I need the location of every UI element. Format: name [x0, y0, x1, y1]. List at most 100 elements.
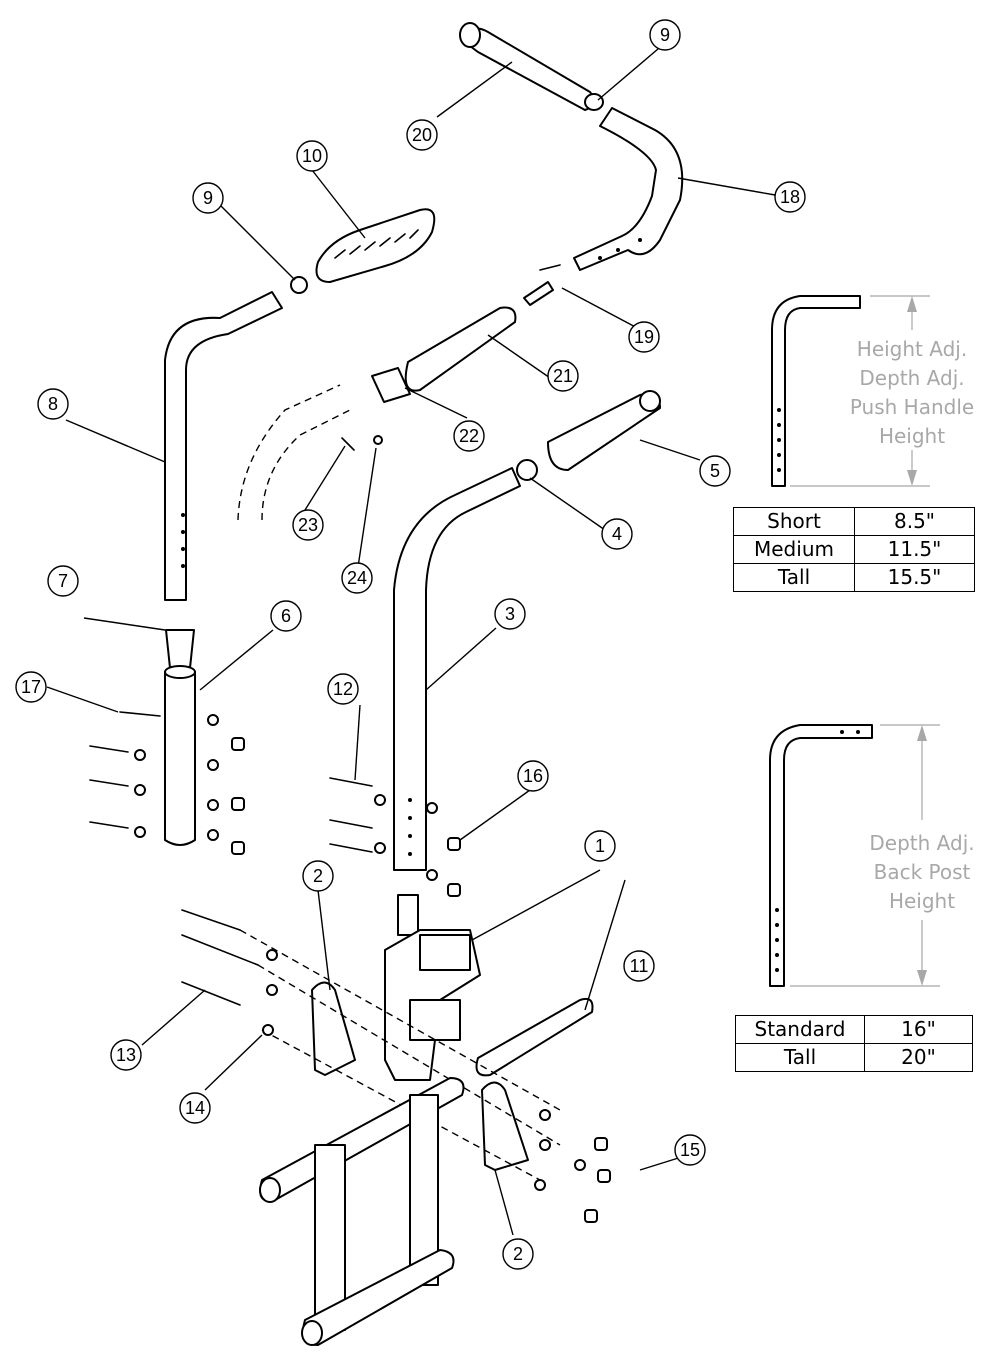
svg-text:1: 1: [595, 836, 605, 856]
part-17-bolts: [89, 711, 245, 855]
part-12-16-bolts: [329, 777, 461, 897]
leader-lines: [46, 42, 776, 1236]
svg-text:22: 22: [459, 426, 479, 446]
svg-text:9: 9: [660, 25, 670, 45]
callout-9-left: 9: [192, 182, 224, 214]
svg-text:24: 24: [347, 568, 367, 588]
callout-19: 19: [628, 321, 660, 353]
part-18-bent-handle-tube: [573, 107, 684, 271]
value-cell: 8.5": [854, 507, 975, 536]
part-7-tube-insert: [165, 629, 195, 669]
push-handle-dim-line-2: Depth Adj.: [859, 366, 964, 390]
svg-text:3: 3: [505, 604, 515, 624]
size-cell: Tall: [733, 563, 855, 592]
part-1-mount-assembly: [384, 894, 481, 1081]
callout-21: 21: [547, 360, 579, 392]
part-9-plug-top: [584, 93, 604, 111]
size-cell: Standard: [735, 1015, 865, 1044]
svg-text:19: 19: [634, 327, 654, 347]
svg-text:20: 20: [412, 125, 432, 145]
callout-11: 11: [623, 950, 655, 982]
callout-15: 15: [674, 1134, 706, 1166]
seat-frame: [259, 1077, 465, 1346]
part-8-bent-handle-tube: [164, 291, 283, 601]
svg-text:17: 17: [21, 677, 41, 697]
svg-text:2: 2: [313, 866, 323, 886]
table-row: Short 8.5": [733, 507, 975, 536]
callout-4: 4: [601, 518, 633, 550]
push-handle-dim-line-3: Push Handle: [850, 395, 974, 419]
part-10-ergo-grip: [315, 208, 436, 283]
size-cell: Medium: [733, 535, 855, 564]
callout-22: 22: [453, 420, 485, 452]
callout-17: 17: [15, 671, 47, 703]
part-2-bracket-right: [481, 1081, 529, 1171]
part-6-receiver-tube: [164, 665, 196, 846]
callout-10: 10: [296, 140, 328, 172]
value-cell: 20": [864, 1043, 973, 1072]
svg-text:16: 16: [523, 766, 543, 786]
svg-text:14: 14: [185, 1098, 205, 1118]
push-handle-height-table: Short 8.5" Medium 11.5" Tall 15.5": [733, 507, 975, 592]
part-21-extension-tube: [404, 306, 517, 392]
back-post-dim-line-1: Depth Adj.: [869, 831, 974, 855]
part-20-handle-grip: [459, 22, 595, 111]
svg-text:10: 10: [302, 146, 322, 166]
back-post-height-table: Standard 16" Tall 20": [735, 1015, 973, 1072]
svg-text:12: 12: [333, 679, 353, 699]
callout-14: 14: [179, 1092, 211, 1124]
part-3-back-post: [393, 467, 521, 871]
value-cell: 11.5": [854, 535, 975, 564]
svg-text:6: 6: [281, 606, 291, 626]
svg-text:5: 5: [710, 461, 720, 481]
svg-text:11: 11: [630, 956, 649, 976]
back-post-dimension-figure: [769, 724, 940, 987]
svg-text:2: 2: [513, 1244, 523, 1264]
callout-13: 13: [110, 1039, 142, 1071]
callout-8: 8: [37, 388, 69, 420]
callout-18: 18: [774, 181, 806, 213]
callout-23: 23: [292, 509, 324, 541]
callout-6: 6: [270, 600, 302, 632]
callout-1: 1: [584, 830, 616, 862]
svg-text:15: 15: [680, 1140, 700, 1160]
part-11-cross-tube: [475, 997, 594, 1077]
back-post-dim-line-3: Height: [889, 889, 955, 913]
phantom-tube-outline: [237, 384, 383, 521]
table-row: Tall 15.5": [733, 563, 975, 592]
callout-7: 7: [47, 565, 79, 597]
push-handle-dim-line-4: Height: [879, 424, 945, 448]
part-22-collar: [371, 367, 411, 403]
part-19-pin: [523, 281, 554, 306]
push-handle-dim-line-1: Height Adj.: [857, 337, 967, 361]
svg-text:9: 9: [203, 188, 213, 208]
size-cell: Short: [733, 507, 855, 536]
callout-2-left: 2: [302, 860, 334, 892]
callout-20: 20: [406, 119, 438, 151]
table-row: Medium 11.5": [733, 535, 975, 564]
callout-2-right: 2: [502, 1238, 534, 1270]
callout-16: 16: [517, 760, 549, 792]
svg-text:8: 8: [48, 394, 58, 414]
part-5-grip-sleeve: [547, 390, 661, 471]
push-handle-dimension-figure: [771, 295, 930, 487]
callout-3: 3: [494, 598, 526, 630]
callout-12: 12: [327, 673, 359, 705]
svg-text:13: 13: [116, 1045, 136, 1065]
value-cell: 15.5": [854, 563, 975, 592]
svg-text:21: 21: [553, 366, 573, 386]
part-9-plug-left: [290, 276, 308, 294]
table-row: Tall 20": [735, 1043, 973, 1072]
svg-text:18: 18: [780, 187, 800, 207]
part-4-plug: [516, 459, 538, 481]
svg-text:4: 4: [612, 524, 622, 544]
svg-text:7: 7: [58, 571, 68, 591]
callout-9-top: 9: [649, 19, 681, 51]
back-post-dim-line-2: Back Post: [874, 860, 971, 884]
callout-24: 24: [341, 562, 373, 594]
size-cell: Tall: [735, 1043, 865, 1072]
table-row: Standard 16": [735, 1015, 973, 1044]
value-cell: 16": [864, 1015, 973, 1044]
callout-5: 5: [699, 455, 731, 487]
